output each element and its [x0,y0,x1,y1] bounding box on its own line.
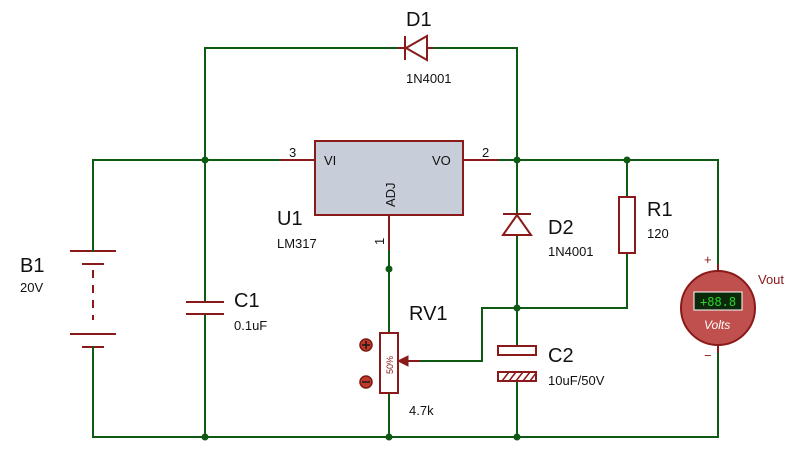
junction-dot [513,433,521,441]
diode-d2-ref: D2 [548,217,574,239]
wire-d1-right [429,47,518,161]
capacitor-c2-ref: C2 [548,345,574,367]
regulator-u1-vi-label: VI [324,153,336,168]
diode-d2-value: 1N4001 [548,244,594,259]
diode-d1-body [403,34,428,62]
regulator-u1[interactable]: VI VO ADJ 3 2 1 U1 LM317 [277,140,498,251]
voltmeter-vout[interactable]: +88.8 Volts Vout + − [680,252,784,363]
diode-d2[interactable]: D2 1N4001 [501,213,594,259]
voltmeter-label: Vout [758,272,784,287]
battery-b1-value: 20V [20,280,43,295]
capacitor-c2-plate-bottom [497,371,537,382]
regulator-u1-adj-label: ADJ [383,182,398,207]
diode-d1-ref: D1 [406,9,432,31]
potentiometer-increase-button[interactable] [359,338,373,352]
wire-output-rail [462,159,719,273]
wire-wiper [397,307,518,362]
regulator-u1-pin3-number: 3 [289,145,296,160]
junction-dot [201,433,209,441]
capacitor-c2[interactable]: C2 10uF/50V [497,345,605,388]
diode-d1[interactable]: D1 1N4001 [398,9,452,86]
wire-d1-left [204,47,399,161]
battery-b1-gap [74,240,114,350]
junction-dot [513,156,521,164]
junction-dot [513,304,521,312]
junction-dot [201,156,209,164]
potentiometer-rv1-ref: RV1 [409,303,448,325]
battery-b1-ref: B1 [20,255,44,277]
junctions [201,156,631,441]
voltmeter-units: Volts [704,318,730,332]
voltmeter-reading: +88.8 [700,295,736,309]
regulator-u1-pin1-number: 1 [372,238,387,245]
regulator-u1-value: LM317 [277,236,317,251]
capacitor-c2-plate-top [497,345,537,356]
potentiometer-rv1-wiper-arrow [396,355,409,367]
capacitor-c2-value: 10uF/50V [548,373,605,388]
potentiometer-decrease-button[interactable] [359,375,373,389]
regulator-u1-vo-label: VO [432,153,451,168]
junction-dot [385,433,393,441]
resistor-r1[interactable]: R1 120 [618,196,673,254]
resistor-r1-body [618,196,636,254]
capacitor-c1[interactable]: C1 0.1uF [186,290,267,333]
wire-r1-bottom [516,252,628,309]
battery-b1[interactable]: B1 20V [20,239,116,357]
potentiometer-rv1[interactable]: 50% RV1 4.7k [359,303,448,418]
potentiometer-rv1-wiper-position: 50% [385,356,395,374]
voltmeter-display [693,291,743,311]
capacitor-c1-ref: C1 [234,290,260,312]
capacitor-c2-hatch [501,371,537,382]
junction-dot [385,265,393,273]
potentiometer-rv1-body [379,332,399,394]
voltmeter-plus-sign: + [704,252,712,267]
wires [92,47,719,438]
voltmeter-minus-sign: − [704,348,712,363]
junction-dot [623,156,631,164]
wire-ground-rail [92,344,719,438]
resistor-r1-value: 120 [647,226,669,241]
diode-d2-body [501,213,533,236]
regulator-u1-ref: U1 [277,208,303,230]
capacitor-c1-value: 0.1uF [234,318,267,333]
diode-d1-value: 1N4001 [406,71,452,86]
regulator-u1-pin2-number: 2 [482,145,489,160]
potentiometer-rv1-value: 4.7k [409,403,434,418]
resistor-r1-ref: R1 [647,199,673,221]
